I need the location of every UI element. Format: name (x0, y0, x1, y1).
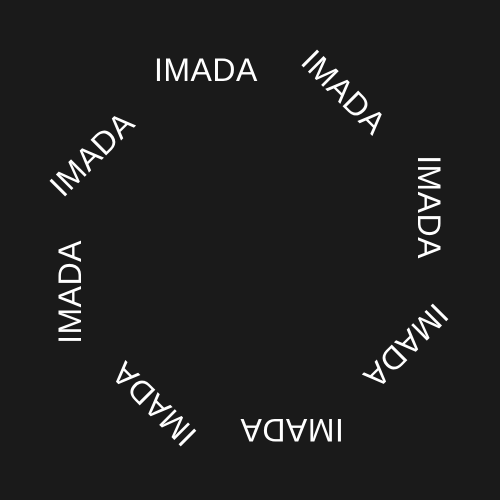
ring-label-left: IMADA (51, 240, 88, 344)
ring-label-top: IMADA (154, 52, 258, 88)
ring-label-bottom-left: IMADA (104, 354, 204, 454)
ring-label-top-left: IMADA (42, 104, 142, 204)
ring-label-top-right: IMADA (294, 42, 394, 142)
ring-label-bottom: IMADA (240, 412, 344, 448)
ring-label-right: IMADA (410, 155, 447, 259)
ring-label-bottom-right: IMADA (356, 296, 456, 396)
